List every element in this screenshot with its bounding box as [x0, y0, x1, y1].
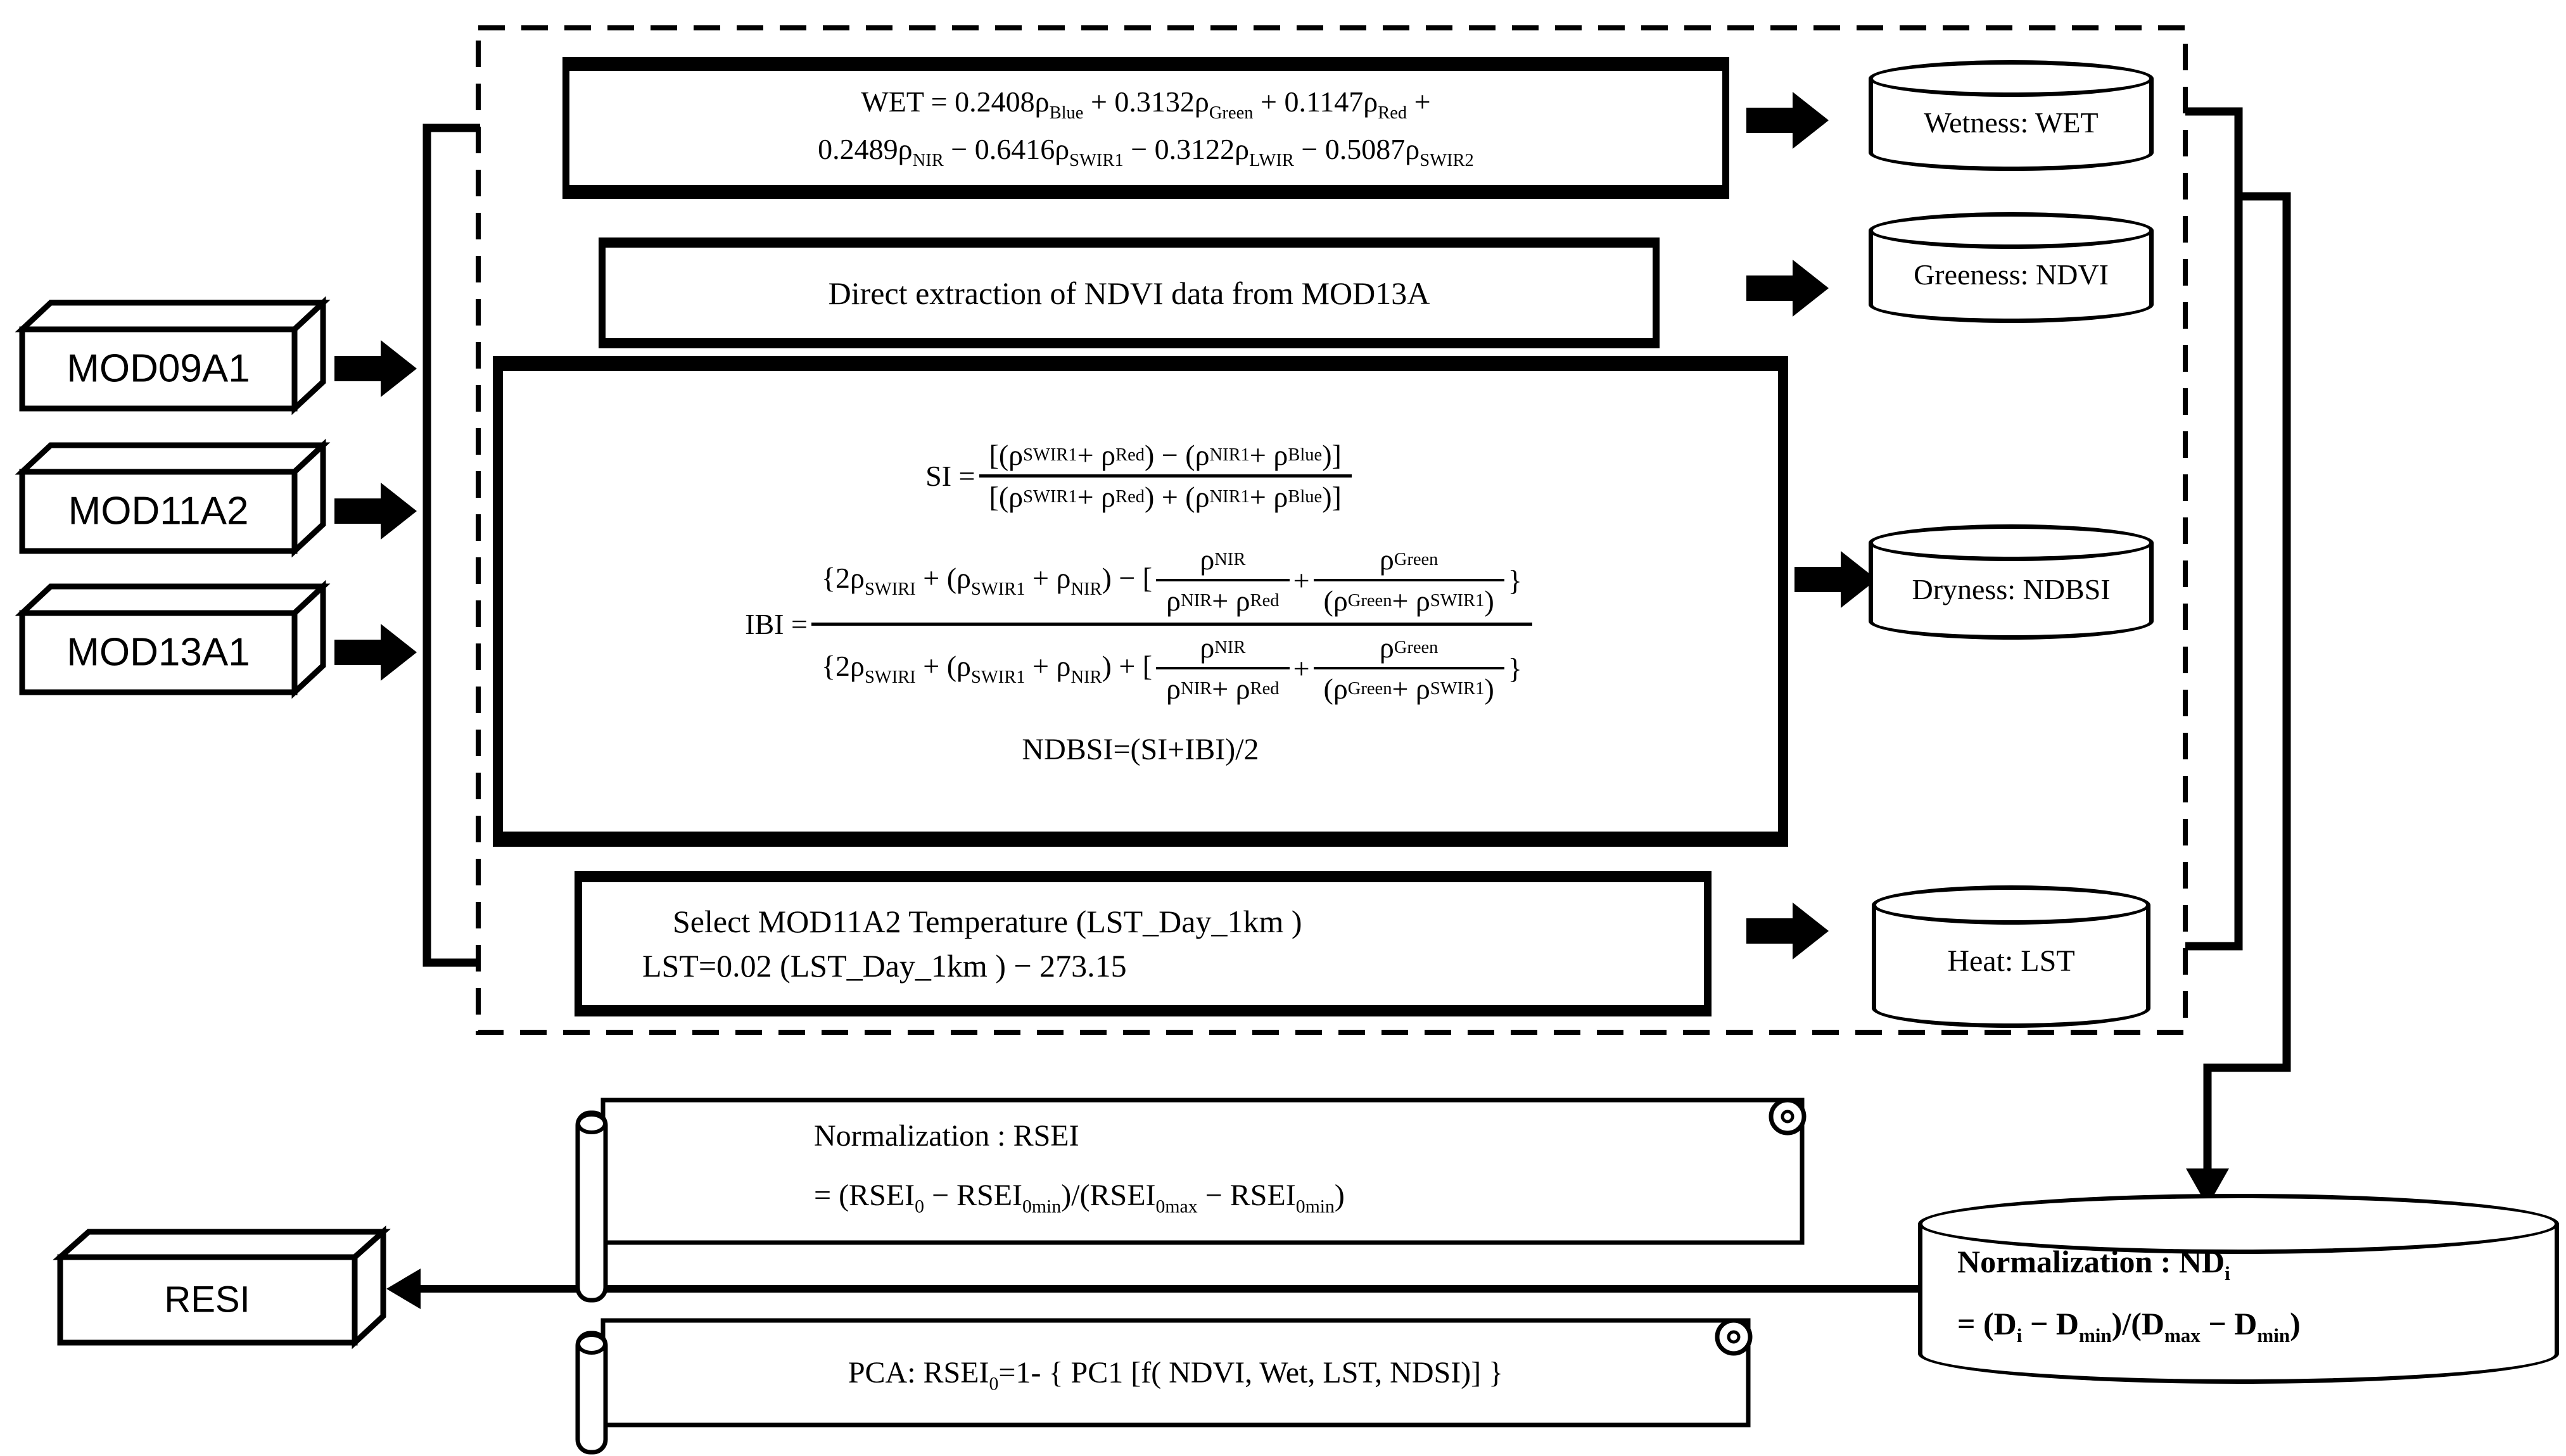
bracket-right — [2185, 107, 2243, 951]
ibi-den-plus: + — [1293, 652, 1310, 685]
cylinder-greeness: Greeness: NDVI — [1869, 212, 2154, 323]
ibi-num-plus: + — [1293, 564, 1310, 597]
ndbsi-equation: NDBSI=(SI+IBI)/2 — [1022, 733, 1259, 766]
arrow-mod11a2-icon — [334, 483, 417, 540]
nd-cylinder-line1: Normalization : NDi — [1957, 1244, 2230, 1284]
si-lhs: SI = — [925, 460, 975, 492]
arrowhead-left-icon — [386, 1269, 421, 1309]
cylinder-dryness: Dryness: NDBSI — [1869, 524, 2154, 640]
bracket-left — [422, 123, 480, 967]
ibi-lhs: IBI = — [745, 608, 808, 640]
arrow-wet-to-wetness-icon — [1746, 92, 1829, 149]
arrow-mod09a1-icon — [334, 340, 417, 397]
lst-line2: LST=0.02 (LST_Day_1km ) − 273.15 — [642, 948, 1127, 984]
ndvi-extraction-text: Direct extraction of NDVI data from MOD1… — [828, 275, 1430, 311]
node-mod13a1-label: MOD13A1 — [67, 630, 250, 674]
arrow-ndvi-to-greeness-icon — [1746, 260, 1829, 317]
cylinder-wetness: Wetness: WET — [1869, 60, 2154, 171]
nd-cylinder-line2: = (Di − Dmin)/(Dmax − Dmin) — [1957, 1306, 2301, 1346]
dashed-processing-container — [476, 25, 2188, 1035]
ibi-den-prefix: {2ρSWIRI + (ρSWIR1 + ρNIR) + [ — [821, 649, 1153, 687]
arrow-ndbsi-to-dryness-icon — [1794, 551, 1877, 608]
ndvi-extraction-box: Direct extraction of NDVI data from MOD1… — [599, 237, 1660, 348]
node-resi-label: RESI — [164, 1279, 250, 1320]
node-mod11a2-shape — [15, 438, 331, 558]
scroll-rsei-line2: = (RSEI0 − RSEI0min)/(RSEI0max − RSEI0mi… — [814, 1179, 1345, 1217]
arrow-lst-to-heat-icon — [1746, 902, 1829, 959]
ibi-num-prefix: {2ρSWIRI + (ρSWIR1 + ρNIR) − [ — [821, 561, 1153, 599]
scroll-rsei-line1: Normalization : RSEI — [814, 1119, 1079, 1153]
node-resi-shape — [53, 1225, 391, 1350]
cylinder-normalization-nd: Normalization : NDi = (Di − Dmin)/(Dmax … — [1918, 1194, 2559, 1384]
connector-to-nd-cylinder — [2203, 192, 2291, 1173]
scroll-pca-shape — [575, 1318, 1753, 1455]
arrow-mod13a1-icon — [334, 624, 417, 681]
node-mod13a1-shape — [15, 579, 331, 699]
ibi-num-suffix: } — [1508, 564, 1522, 597]
node-mod09a1-shape — [15, 296, 331, 415]
scroll-pca-line: PCA: RSEI0=1- { PC1 [f( NDVI, Wet, LST, … — [848, 1356, 1504, 1395]
lst-box: Select MOD11A2 Temperature (LST_Day_1km … — [575, 871, 1712, 1016]
scroll-normalization-rsei-shape — [575, 1098, 1807, 1303]
ibi-den-suffix: } — [1508, 652, 1522, 685]
node-mod09a1-label: MOD09A1 — [67, 346, 250, 391]
arrowhead-down-icon — [2186, 1168, 2229, 1206]
node-mod11a2-label: MOD11A2 — [68, 489, 249, 533]
lst-line1: Select MOD11A2 Temperature (LST_Day_1km … — [673, 904, 1302, 939]
cylinder-wetness-label: Wetness: WET — [1924, 106, 2099, 139]
wet-formula-line2: 0.2489ρNIR − 0.6416ρSWIR1 − 0.3122ρLWIR … — [818, 133, 1474, 170]
wet-formula-line1: WET = 0.2408ρBlue + 0.3132ρGreen + 0.114… — [861, 85, 1431, 123]
cylinder-heat: Heat: LST — [1872, 885, 2150, 1028]
wet-formula-box: WET = 0.2408ρBlue + 0.3132ρGreen + 0.114… — [562, 57, 1729, 199]
cylinder-greeness-label: Greeness: NDVI — [1914, 258, 2109, 291]
cylinder-dryness-label: Dryness: NDBSI — [1912, 573, 2111, 605]
cylinder-heat-label: Heat: LST — [1947, 944, 2075, 978]
